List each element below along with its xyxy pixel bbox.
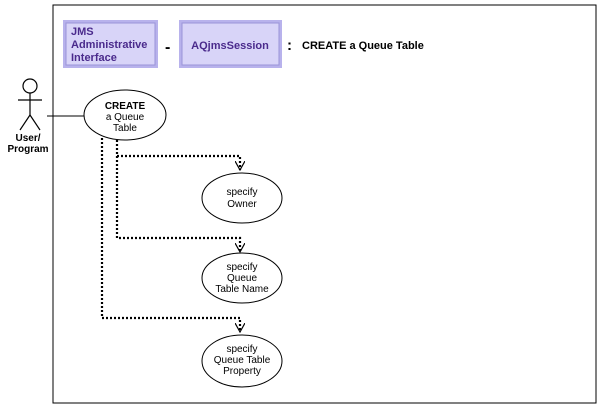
property-line3: Property bbox=[223, 366, 261, 377]
property-line1: specify bbox=[226, 344, 257, 355]
create-queue-table-node: CREATE a Queue Table bbox=[83, 89, 167, 141]
create-line3: Table bbox=[113, 123, 137, 134]
header-separator: - bbox=[165, 39, 170, 56]
actor-figure bbox=[18, 78, 42, 131]
specify-owner-node: specify Owner bbox=[201, 172, 283, 224]
box1-line1: JMS bbox=[71, 26, 94, 38]
create-line2: a Queue bbox=[106, 112, 145, 123]
table-name-line3: Table Name bbox=[215, 284, 269, 295]
box1-line2: Administrative bbox=[71, 39, 147, 51]
header-colon: : bbox=[287, 37, 292, 54]
jms-administrative-interface-box: JMS Administrative Interface bbox=[63, 20, 158, 68]
diagram-title: CREATE a Queue Table bbox=[302, 40, 424, 52]
actor-label-line1: User/ bbox=[15, 133, 40, 144]
box1-line3: Interface bbox=[71, 52, 117, 64]
specify-queue-table-name-node: specify Queue Table Name bbox=[201, 252, 283, 304]
table-name-line1: specify bbox=[226, 262, 257, 273]
connector-owner bbox=[115, 140, 240, 170]
actor-label-line2: Program bbox=[7, 144, 48, 155]
aqjmssession-box: AQjmsSession bbox=[179, 20, 282, 68]
connector-table-name bbox=[115, 156, 240, 252]
owner-line1: specify bbox=[226, 187, 257, 198]
create-line1: CREATE bbox=[105, 101, 146, 112]
box2-label: AQjmsSession bbox=[191, 40, 269, 52]
diagram-frame bbox=[52, 4, 597, 404]
connector-property bbox=[100, 138, 240, 332]
owner-line2: Owner bbox=[227, 199, 257, 210]
specify-queue-table-property-node: specify Queue Table Property bbox=[201, 334, 283, 388]
table-name-line2: Queue bbox=[227, 273, 257, 284]
property-line2: Queue Table bbox=[214, 355, 271, 366]
include-connectors bbox=[100, 138, 240, 332]
